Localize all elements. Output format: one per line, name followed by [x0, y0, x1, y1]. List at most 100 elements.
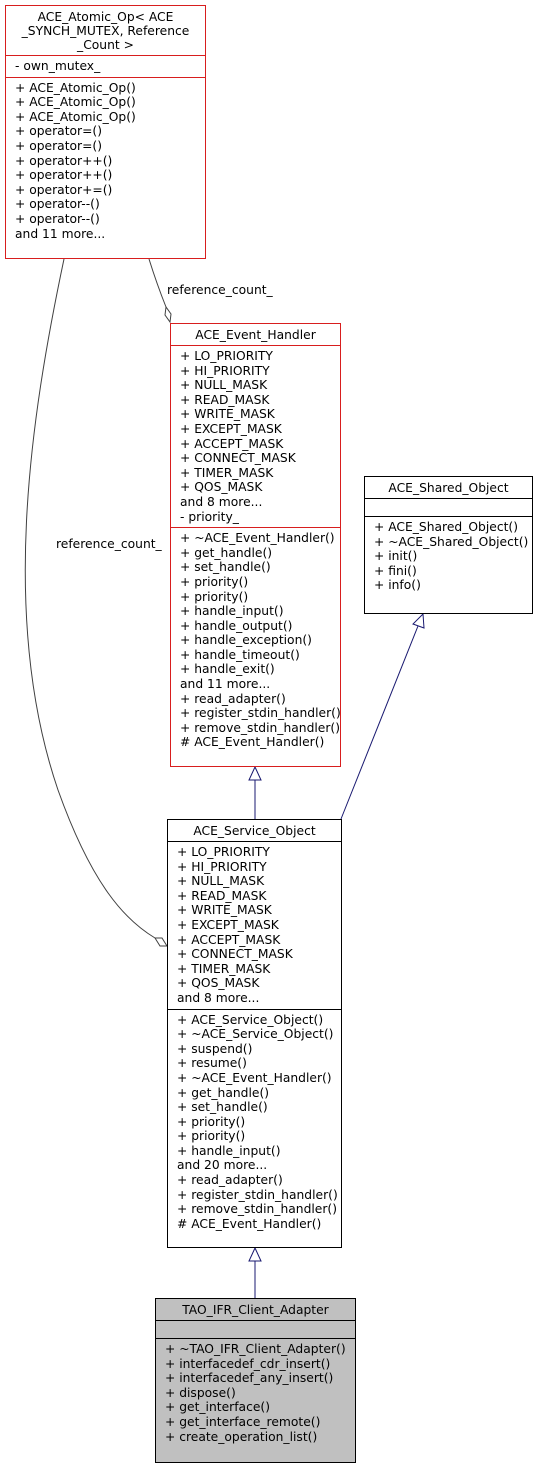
attribute-item: + LO_PRIORITY [180, 349, 273, 363]
methods-section: + ACE_Shared_Object() + ~ACE_Shared_Obje… [365, 516, 532, 596]
method-item: + handle_timeout() [180, 647, 300, 662]
attribute-item: + NULL_MASK [177, 874, 265, 889]
inheritance-edge-serviceobject-to-sharedobject [340, 625, 419, 820]
method-item: + handle_output() [180, 618, 293, 633]
method-item: + set_handle() [180, 560, 271, 575]
methods-section: + ~ACE_Event_Handler() + get_handle() + … [171, 527, 341, 753]
inheritance-arrow-sharedobject [412, 612, 425, 629]
method-item: + create_operation_list() [165, 1429, 318, 1444]
method-item: + read_adapter() [180, 691, 286, 706]
method-item: + set_handle() [177, 1100, 268, 1115]
method-item: + handle_exception() [180, 633, 312, 648]
attribute-item: + WRITE_MASK [177, 903, 272, 918]
methods-section: + ACE_Atomic_Op() + ACE_Atomic_Op() + AC… [6, 76, 205, 245]
composition-diamond-serviceobject [154, 937, 168, 947]
method-item: + register_stdin_handler() [180, 706, 341, 721]
more-attributes-link[interactable]: and 8 more... [180, 494, 263, 509]
attributes-section [156, 1320, 355, 1338]
method-item: + interfacedef_any_insert() [165, 1371, 334, 1386]
class-title-line: _SYNCH_MUTEX, Reference [21, 24, 190, 38]
method-item: + get_handle() [180, 545, 273, 560]
composition-diamond-eventhandler [164, 305, 172, 324]
class-title-line: _Count > [77, 38, 134, 52]
method-item: + priority() [180, 574, 249, 589]
method-item: + ACE_Shared_Object() [374, 520, 518, 534]
inheritance-arrow-serviceobject [248, 1246, 262, 1262]
method-item: # ACE_Event_Handler() [177, 1216, 322, 1231]
method-item: + get_interface() [165, 1400, 270, 1415]
attributes-section: + LO_PRIORITY + HI_PRIORITY + NULL_MASK … [168, 841, 341, 1009]
method-item: + register_stdin_handler() [177, 1187, 338, 1202]
more-methods-link[interactable]: and 11 more... [180, 677, 271, 692]
class-title-event-handler: ACE_Event_Handler [195, 328, 316, 342]
method-item: + ACE_Service_Object() [177, 1012, 324, 1027]
attribute-item: - priority_ [180, 509, 239, 524]
attribute-item: + ACCEPT_MASK [177, 932, 281, 947]
more-methods-link[interactable]: and 11 more... [15, 226, 106, 241]
attributes-section: - own_mutex_ [6, 55, 205, 77]
class-box-service-object[interactable]: ACE_Service_Object + LO_PRIORITY + HI_PR… [167, 819, 342, 1248]
method-item: + priority() [180, 589, 249, 604]
method-item: + ACE_Atomic_Op() [15, 80, 136, 95]
attribute-item: + READ_MASK [180, 392, 270, 407]
method-item: + operator++() [15, 168, 113, 183]
method-item: + get_interface_remote() [165, 1414, 321, 1429]
method-item: + ~ACE_Event_Handler() [177, 1070, 332, 1085]
method-item: + ~ACE_Event_Handler() [180, 531, 335, 546]
method-item: + ~TAO_IFR_Client_Adapter() [165, 1342, 346, 1356]
attribute-item: + TIMER_MASK [177, 961, 271, 976]
method-item: + ~ACE_Service_Object() [177, 1027, 334, 1042]
method-item: + operator--() [15, 197, 100, 212]
attribute-item: + QOS_MASK [180, 480, 263, 495]
method-item: + operator+=() [15, 182, 113, 197]
attribute-item: - own_mutex_ [15, 59, 101, 73]
inheritance-arrow-eventhandler [248, 765, 262, 781]
class-title-service-object: ACE_Service_Object [193, 824, 316, 838]
attribute-item: + ACCEPT_MASK [180, 436, 284, 451]
method-item: + operator=() [15, 124, 102, 139]
method-item: + dispose() [165, 1385, 236, 1400]
method-item: + read_adapter() [177, 1173, 283, 1188]
class-box-atomic-op[interactable]: ACE_Atomic_Op< ACE _SYNCH_MUTEX, Referen… [5, 5, 206, 259]
attribute-item: + CONNECT_MASK [177, 947, 293, 962]
edge-label-reference-count-upper: reference_count_ [167, 283, 273, 297]
more-attributes-link[interactable]: and 8 more... [177, 990, 260, 1005]
methods-section: + ACE_Service_Object() + ~ACE_Service_Ob… [168, 1008, 341, 1235]
method-item: + init() [374, 549, 418, 564]
attribute-item: + QOS_MASK [177, 976, 260, 991]
class-box-shared-object[interactable]: ACE_Shared_Object + ACE_Shared_Object() … [364, 476, 533, 614]
method-item: + remove_stdin_handler() [177, 1202, 338, 1217]
attribute-item: + TIMER_MASK [180, 465, 274, 480]
method-item: + operator--() [15, 211, 100, 226]
method-item: + handle_input() [180, 604, 284, 619]
method-item: + operator++() [15, 153, 113, 168]
attribute-item: + EXCEPT_MASK [180, 421, 282, 436]
class-title-ifr-client-adapter: TAO_IFR_Client_Adapter [182, 1303, 329, 1317]
method-item: + remove_stdin_handler() [180, 720, 341, 735]
methods-section: + ~TAO_IFR_Client_Adapter() + interfaced… [156, 1338, 355, 1447]
edge-label-reference-count-left: reference_count_ [56, 537, 162, 551]
attribute-item: + NULL_MASK [180, 378, 268, 393]
method-item: + handle_exit() [180, 662, 275, 677]
composition-edge-atomic-to-eventhandler [148, 258, 167, 308]
attribute-item: + READ_MASK [177, 888, 267, 903]
attributes-section [365, 498, 532, 516]
method-item: + operator=() [15, 138, 102, 153]
attribute-item: + WRITE_MASK [180, 407, 275, 422]
attribute-item: + HI_PRIORITY [180, 363, 270, 378]
method-item: # ACE_Event_Handler() [180, 735, 325, 750]
method-item: + ACE_Atomic_Op() [15, 95, 136, 110]
method-item: + get_handle() [177, 1085, 270, 1100]
class-title-shared-object: ACE_Shared_Object [388, 481, 509, 495]
class-title-line: ACE_Atomic_Op< ACE [37, 10, 174, 24]
class-title-atomic-op: ACE_Atomic_Op< ACE _SYNCH_MUTEX, Referen… [6, 6, 205, 55]
method-item: + ~ACE_Shared_Object() [374, 534, 529, 549]
class-box-event-handler[interactable]: ACE_Event_Handler + LO_PRIORITY + HI_PRI… [170, 323, 341, 767]
more-methods-link[interactable]: and 20 more... [177, 1158, 268, 1173]
method-item: + resume() [177, 1056, 247, 1071]
class-box-ifr-client-adapter[interactable]: TAO_IFR_Client_Adapter + ~TAO_IFR_Client… [155, 1298, 356, 1463]
attribute-item: + LO_PRIORITY [177, 845, 270, 859]
method-item: + priority() [177, 1129, 246, 1144]
method-item: + fini() [374, 563, 417, 578]
